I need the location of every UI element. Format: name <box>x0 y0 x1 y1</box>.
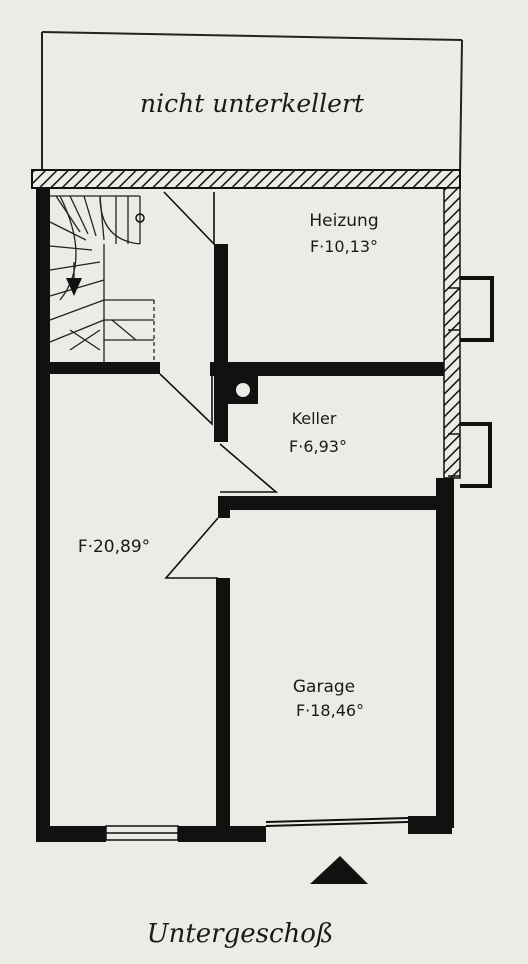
garage-door-line <box>265 817 409 827</box>
entrance-arrow <box>310 856 368 884</box>
window-bay-lower <box>448 422 492 488</box>
door-swings <box>159 191 279 579</box>
room-area-garage: F·18,46° <box>296 701 364 720</box>
annex-outline <box>41 31 463 173</box>
room-name-keller: Keller <box>292 409 337 428</box>
room-area-main: F·20,89° <box>78 537 150 557</box>
exterior-walls <box>36 188 454 842</box>
stair-direction-arrow <box>66 278 82 296</box>
staircase <box>49 195 155 362</box>
room-area-keller: F·6,93° <box>289 437 347 456</box>
chimney <box>228 376 258 404</box>
annex-label: nicht unterkellert <box>140 89 365 118</box>
room-area-heizung: F·10,13° <box>310 237 378 256</box>
floor-title: Untergeschoß <box>147 919 334 949</box>
window-bay-upper <box>448 276 494 342</box>
room-name-garage: Garage <box>293 677 355 697</box>
room-name-heizung: Heizung <box>309 211 378 231</box>
bottom-window <box>105 825 179 841</box>
stair-post <box>135 213 145 223</box>
hatched-wall-top <box>31 169 461 189</box>
interior-walls <box>50 244 444 826</box>
